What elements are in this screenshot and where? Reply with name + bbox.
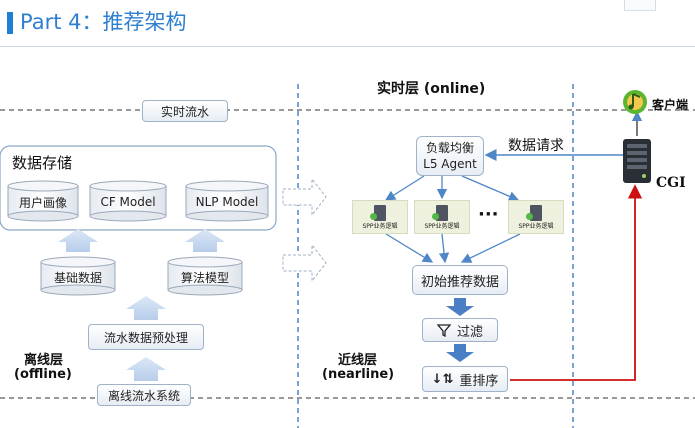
spp-server-1: SPP业务逻辑 <box>352 200 408 234</box>
cylinder-cf-model <box>89 180 167 222</box>
cylinder-nlp-model <box>185 180 269 222</box>
arrow-lb-spp3 <box>461 175 520 202</box>
load-balancer-en: L5 Agent <box>423 157 477 171</box>
spp-server-3: SPP业务逻辑 <box>508 200 564 234</box>
nearline-layer-label-en: (nearline) <box>322 367 395 382</box>
spp-label: SPP业务逻辑 <box>424 222 460 230</box>
filter-box: 过滤 <box>422 318 498 342</box>
nearline-layer-label-cn: 近线层 <box>338 353 378 368</box>
server-icon <box>370 204 386 221</box>
up-arrow-offline-system <box>126 357 166 381</box>
cgi-label: CGI <box>656 175 686 191</box>
server-icon <box>432 204 448 221</box>
user-profile-label: 用户画像 <box>18 195 67 210</box>
red-feedback-line <box>510 184 643 381</box>
up-arrow-basic-to-storage <box>58 229 98 252</box>
arrow-lb-spp1 <box>384 175 425 201</box>
arrow-spp3-init <box>460 233 521 263</box>
filter-label: 过滤 <box>456 324 483 340</box>
title-accent-bar <box>7 12 13 34</box>
sort-icon: ↓⇅ <box>431 371 454 387</box>
rerank-box: ↓⇅ 重排序 <box>422 366 508 392</box>
title-divider <box>0 46 695 47</box>
stream-preprocess-box: 流水数据预处理 <box>88 324 204 350</box>
spp-ellipsis: ··· <box>478 204 499 225</box>
load-balancer-box: 负载均衡 L5 Agent <box>416 136 484 176</box>
server-icon <box>526 204 542 221</box>
realtime-stream-box: 实时流水 <box>142 100 228 122</box>
up-arrow-preprocess <box>126 296 166 320</box>
spp-server-2: SPP业务逻辑 <box>414 200 470 234</box>
dashed-arrow-lower <box>282 243 327 283</box>
dashed-arrow-upper <box>282 177 327 217</box>
offline-stream-system-box: 离线流水系统 <box>97 384 191 406</box>
load-balancer-cn: 负载均衡 <box>425 141 474 155</box>
cgi-server-icon <box>623 139 651 183</box>
nlp-model-label: NLP Model <box>195 195 259 209</box>
rerank-label: 重排序 <box>459 373 499 389</box>
arrow-spp1-init <box>385 233 434 263</box>
up-arrow-algorithm-to-storage <box>185 229 225 252</box>
cylinder-basic-data <box>40 256 116 296</box>
algorithm-model-label: 算法模型 <box>180 270 229 285</box>
filter-icon <box>436 324 451 337</box>
page-title: Part 4：推荐架构 <box>20 10 187 34</box>
spp-label: SPP业务逻辑 <box>518 222 554 230</box>
offline-layer-label-en: (offline) <box>14 367 72 382</box>
data-request-label: 数据请求 <box>508 138 564 154</box>
cf-model-label: CF Model <box>100 195 156 209</box>
online-layer-label: 实时层 (online) <box>377 81 486 97</box>
cylinder-algorithm-model <box>167 256 243 296</box>
client-label: 客户端 <box>652 98 689 112</box>
offline-layer-label-cn: 离线层 <box>24 353 64 368</box>
cylinder-user-profile <box>7 180 79 222</box>
spp-label: SPP业务逻辑 <box>362 222 398 230</box>
initial-recommend-box: 初始推荐数据 <box>412 265 508 295</box>
corner-decoration <box>624 0 656 11</box>
data-storage-title: 数据存储 <box>12 154 73 172</box>
basic-data-label: 基础数据 <box>53 270 102 285</box>
down-arrow-init-filter <box>446 298 474 316</box>
down-arrow-filter-rerank <box>446 344 474 362</box>
arrow-spp2-init <box>438 233 450 264</box>
client-app-icon <box>623 90 647 114</box>
